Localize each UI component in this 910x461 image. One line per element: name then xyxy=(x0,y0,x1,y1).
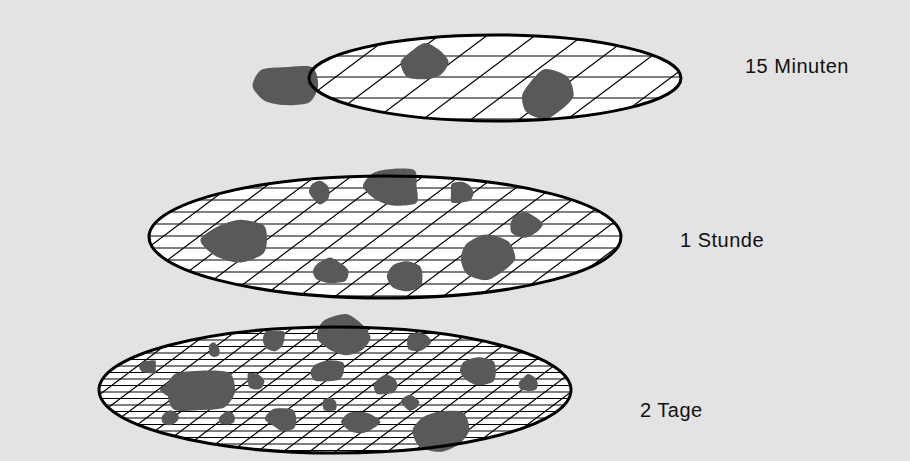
colony xyxy=(313,257,349,283)
colony xyxy=(363,169,418,206)
petri-dish xyxy=(0,166,797,308)
grid xyxy=(0,166,797,308)
colony xyxy=(401,395,419,411)
colony xyxy=(341,412,380,434)
colony xyxy=(310,360,344,381)
grid xyxy=(0,317,749,461)
colony xyxy=(522,69,574,120)
colony xyxy=(167,371,235,411)
colony xyxy=(253,66,319,105)
colony xyxy=(374,375,398,395)
time-label: 15 Minuten xyxy=(745,55,849,78)
colony xyxy=(387,261,423,291)
petri-dish xyxy=(168,25,789,131)
petri-dish xyxy=(0,314,749,461)
time-label: 1 Stunde xyxy=(680,229,764,252)
time-label: 2 Tage xyxy=(640,399,703,422)
colony xyxy=(317,314,371,355)
colony xyxy=(200,220,267,263)
colony xyxy=(248,373,265,390)
colony xyxy=(219,411,235,425)
colony xyxy=(401,43,449,79)
colony xyxy=(265,408,296,431)
colony xyxy=(460,357,496,385)
colony xyxy=(323,398,337,411)
colony xyxy=(510,212,542,238)
colony xyxy=(451,182,474,203)
colony xyxy=(139,360,156,374)
colony xyxy=(519,374,538,391)
colony xyxy=(461,234,515,280)
colony xyxy=(309,181,330,205)
colony xyxy=(161,410,179,425)
colony xyxy=(209,342,220,357)
grid xyxy=(168,25,789,131)
colony xyxy=(263,331,285,352)
colony xyxy=(407,333,431,352)
